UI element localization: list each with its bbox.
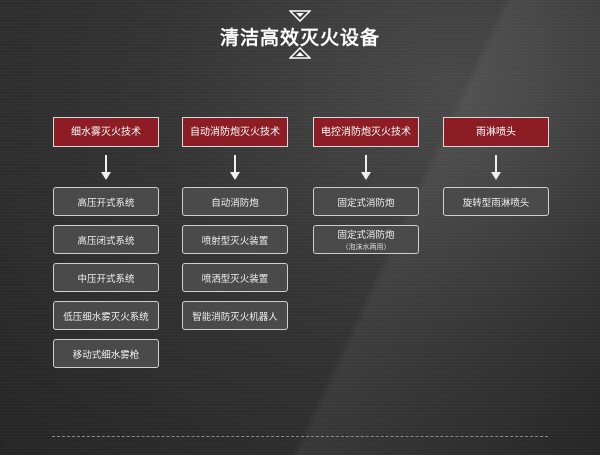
list-item: 固定式消防炮 [313,187,419,216]
item-sublabel: （泡沫水两用） [341,243,391,251]
item-label: 固定式消防炮 [337,230,395,241]
column-deluge-sprinkler: 雨淋喷头 旋转型雨淋喷头 [443,117,549,225]
down-arrow-icon [313,147,419,187]
item-label: 智能消防灭火机器人 [192,311,278,323]
down-arrow-icon [53,147,159,187]
list-item: 移动式细水雾枪 [53,339,159,368]
column-electric-fire-monitor: 电控消防炮灭火技术 固定式消防炮 固定式消防炮 （泡沫水两用） [313,117,419,263]
item-label: 自动消防炮 [211,197,259,209]
list-item: 喷射型灭火装置 [182,225,288,254]
item-label: 喷洒型灭火装置 [201,273,269,285]
item-label: 低压细水雾灭火系统 [63,311,149,323]
column-auto-fire-monitor: 自动消防炮灭火技术 自动消防炮 喷射型灭火装置 喷洒型灭火装置 智能消防灭火机器… [182,117,288,339]
column-water-mist: 细水雾灭火技术 高压开式系统 高压闭式系统 中压开式系统 低压细水雾灭火系统 移… [53,117,159,377]
column-heading: 电控消防炮灭火技术 [313,117,419,147]
down-arrow-icon [182,147,288,187]
column-heading: 自动消防炮灭火技术 [182,117,288,147]
list-item: 中压开式系统 [53,263,159,292]
list-item: 高压闭式系统 [53,225,159,254]
title-ornament-top-icon [289,10,311,22]
item-label: 喷射型灭火装置 [201,235,269,247]
down-arrow-icon [443,147,549,187]
item-label: 高压闭式系统 [77,235,135,247]
page-title: 清洁高效灭火设备 [219,27,380,49]
item-label: 移动式细水雾枪 [72,349,140,361]
item-label: 固定式消防炮 [337,197,395,209]
list-item: 智能消防灭火机器人 [182,301,288,330]
list-item: 旋转型雨淋喷头 [443,187,549,216]
list-item: 喷洒型灭火装置 [182,263,288,292]
list-item: 低压细水雾灭火系统 [53,301,159,330]
column-heading: 细水雾灭火技术 [53,117,159,147]
list-item: 高压开式系统 [53,187,159,216]
list-item: 自动消防炮 [182,187,288,216]
list-item: 固定式消防炮 （泡沫水两用） [313,225,419,254]
item-label: 旋转型雨淋喷头 [462,197,530,209]
title-ornament-bottom-icon [289,47,311,59]
column-heading: 雨淋喷头 [443,117,549,147]
item-label: 中压开式系统 [77,273,135,285]
item-label: 高压开式系统 [77,197,135,209]
dashed-divider [52,436,548,437]
